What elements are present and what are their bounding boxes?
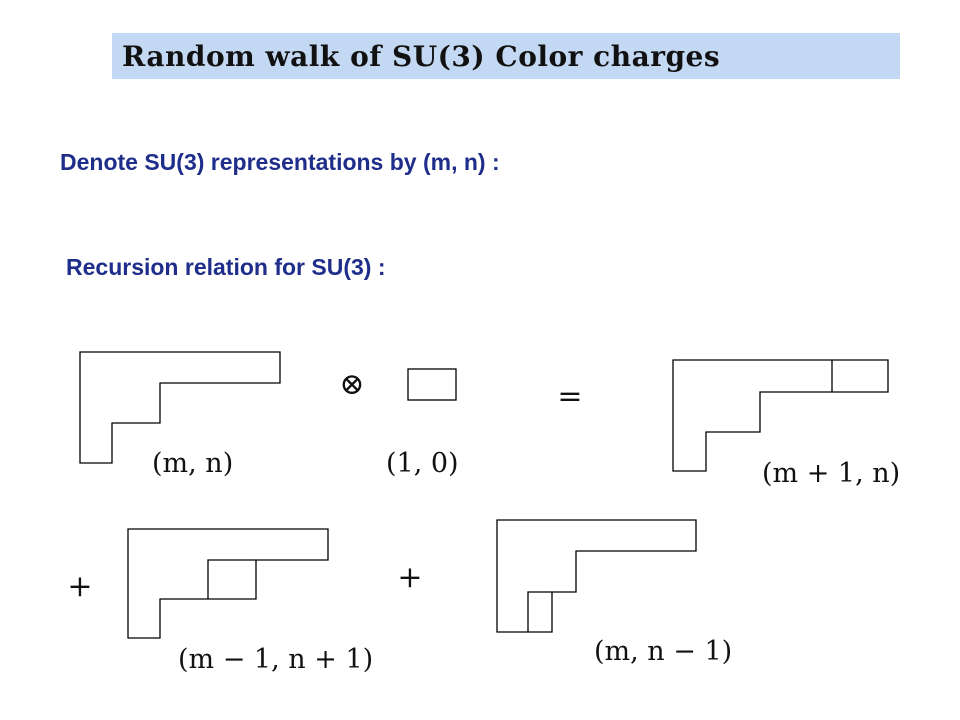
label-m-minus-1-n-plus-1: (m − 1, n + 1) [178,644,373,675]
representation-notation-text: Denote SU(3) representations by (m, n) : [60,149,500,175]
equals-symbol: = [557,379,582,414]
tableau-1-0 [407,368,457,401]
recursion-relation-text: Recursion relation for SU(3) : [66,254,386,280]
tensor-product-symbol: ⊗ [339,367,364,402]
label-m-n-minus-1: (m, n − 1) [594,636,732,667]
label-m-n: (m, n) [152,448,233,479]
tableau-m-n-minus-1 [496,519,697,633]
tableau-m-n [79,351,281,464]
plus-symbol-left: + [67,569,92,604]
tableau-m-minus-1-n-plus-1 [127,528,329,639]
label-1-0: (1, 0) [386,448,459,479]
title-banner: Random walk of SU(3) Color charges [112,33,900,79]
label-m-plus-1-n: (m + 1, n) [762,458,900,489]
plus-symbol-right: + [397,560,422,595]
tableau-m-plus-1-n [672,359,889,472]
slide-title: Random walk of SU(3) Color charges [122,40,721,73]
